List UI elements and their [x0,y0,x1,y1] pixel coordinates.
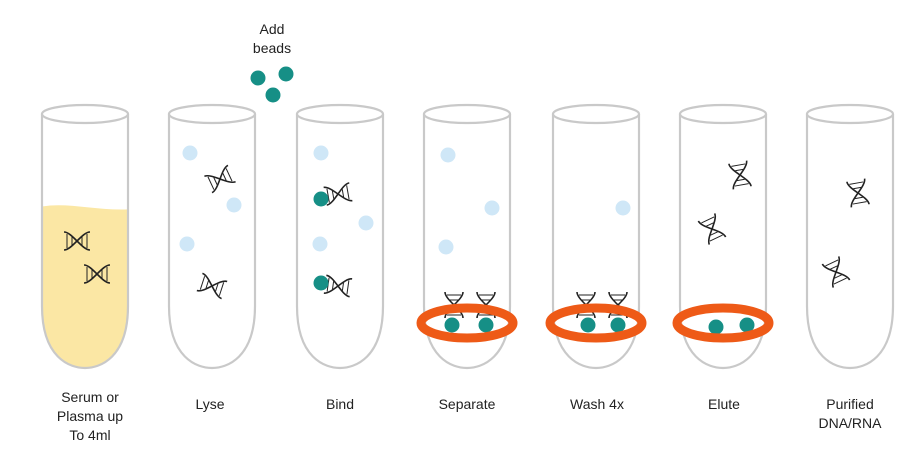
tube-rim [295,103,385,125]
tube-rim [805,103,895,125]
bead-teal-icon [478,317,494,333]
tube-body [807,114,893,368]
bead-icon [438,239,454,255]
tube-7 [805,103,895,370]
tube-body [169,114,255,368]
bead-teal-icon [313,191,329,207]
step-label-lyse: Lyse [195,396,225,412]
bead-teal-icon [444,317,460,333]
added-bead-icon [250,70,266,86]
bead-teal-icon [313,275,329,291]
bead-icon [440,147,456,163]
step-label-elute: Elute [708,396,740,412]
tube-outline [40,114,130,370]
tube-rim [167,103,257,125]
tube-outline [295,114,385,370]
bead-icon [484,200,500,216]
bead-icon [615,200,631,216]
add-beads-label: Add beads [252,21,292,56]
sample-liquid [42,205,128,368]
tube-2 [167,103,257,370]
bead-icon [358,215,374,231]
tube-outline [167,114,257,370]
bead-icon [313,145,329,161]
added-bead-icon [278,66,294,82]
bead-teal-icon [580,317,596,333]
ring-magnet-icon [545,303,647,343]
bead-icon [312,236,328,252]
step-label-bind: Bind [325,396,355,412]
bead-teal-icon [610,317,626,333]
tube-rim [422,103,512,125]
step-label-sample: Serum or Plasma up To 4ml [56,389,124,443]
step-label-purified: Purified DNA/RNA [818,396,882,431]
tube-body [297,114,383,368]
tube-4 [416,103,518,370]
tube-6 [672,103,774,370]
step-label-wash: Wash 4x [570,396,624,412]
tube-3 [295,103,385,370]
tube-1 [40,103,130,370]
ring-magnet-icon [672,303,774,343]
bead-icon [179,236,195,252]
bead-teal-icon [739,317,755,333]
bead-icon [182,145,198,161]
tube-5 [545,103,647,370]
step-label-separate: Separate [438,396,496,412]
tube-rim [551,103,641,125]
bead-teal-icon [708,319,724,335]
ring-magnet-icon [416,303,518,343]
tube-body [424,114,510,368]
tube-outline [805,114,895,370]
bead-icon [226,197,242,213]
tube-rim [678,103,768,125]
tube-rim [40,103,130,125]
added-bead-icon [265,87,281,103]
